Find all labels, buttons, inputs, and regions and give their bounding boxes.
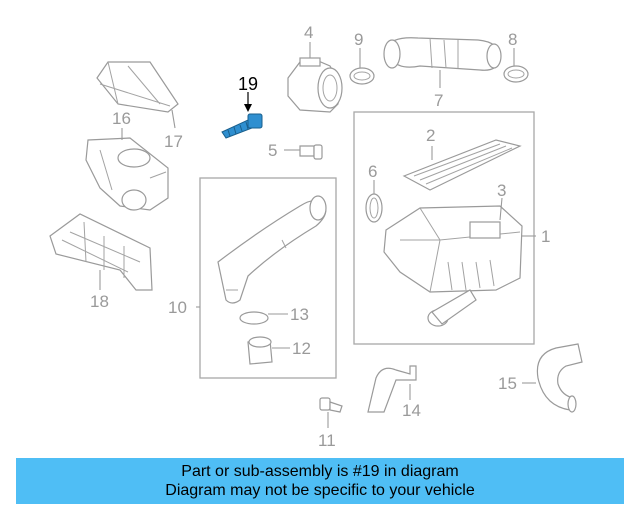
callout-12: 12 [292,339,311,358]
part-1-air-cleaner-assembly[interactable] [383,205,536,327]
part-15-elbow-hose[interactable] [522,343,583,413]
air-cleaner-group-frame [353,111,535,345]
callout-6: 6 [368,162,377,181]
callout-4: 4 [304,23,313,42]
callout-15: 15 [498,374,517,393]
part-10-intake-tube[interactable] [196,195,327,308]
callout-2: 2 [426,126,435,145]
callout-17: 17 [164,132,183,151]
part-6-seal[interactable] [365,180,383,223]
callout-9: 9 [354,30,363,49]
callout-10: 10 [168,298,187,317]
part-9-clamp[interactable] [349,48,375,85]
banner-line-1: Part or sub-assembly is #19 in diagram [181,463,459,480]
part-19-bolt[interactable] [221,92,263,139]
part-14-breather-hose[interactable] [367,365,417,413]
part-18-air-duct[interactable] [49,213,153,291]
callout-13: 13 [290,305,309,324]
callout-8: 8 [508,30,517,49]
part-11-bolt[interactable] [319,397,343,428]
info-banner: Part or sub-assembly is #19 in diagram D… [16,458,624,504]
part-13-seal[interactable] [239,311,288,325]
part-12-coupling[interactable] [247,336,290,365]
callout-7: 7 [434,91,443,110]
callout-5: 5 [268,141,277,160]
callout-18: 18 [90,292,109,311]
part-7-intake-hose[interactable] [383,37,502,88]
part-17-resonator-cover[interactable] [96,61,179,129]
part-3-filter-housing-cover[interactable] [469,197,503,239]
intake-duct-group-frame [199,177,337,379]
part-2-air-filter[interactable] [402,139,522,191]
callout-19: 19 [238,74,258,94]
parts-diagram: 1 2 3 4 5 6 7 8 9 10 11 12 13 14 15 16 1… [49,23,583,450]
part-16-resonator[interactable] [85,128,169,211]
callout-1: 1 [541,227,550,246]
part-4-mass-air-flow-sensor[interactable] [287,42,343,113]
banner-line-2: Diagram may not be specific to your vehi… [165,482,475,499]
callout-11: 11 [318,431,336,450]
callout-14: 14 [402,401,421,420]
part-5-bolt[interactable] [284,144,323,160]
part-8-clamp[interactable] [503,48,529,83]
callout-3: 3 [497,181,506,200]
callout-16: 16 [112,109,131,128]
